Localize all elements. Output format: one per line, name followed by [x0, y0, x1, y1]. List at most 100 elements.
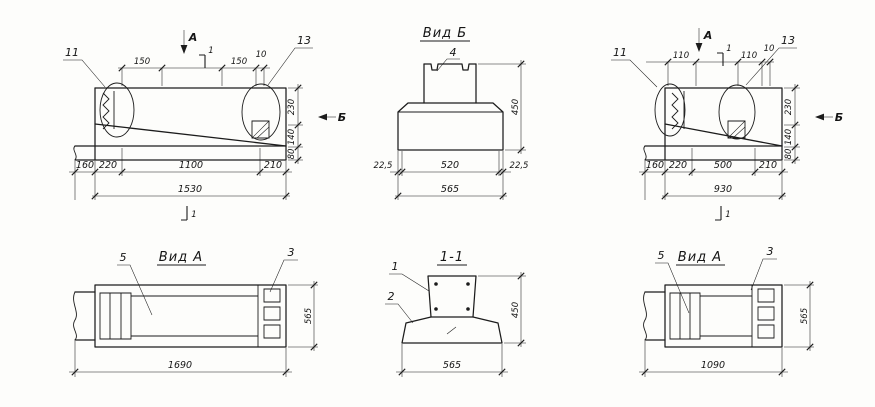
dim-220: 220	[99, 160, 117, 171]
position-label-5: 5	[658, 249, 665, 262]
position-label-5: 5	[120, 251, 127, 264]
dim-22-5-left: 22,5	[374, 161, 393, 171]
detail-callout-13	[718, 84, 756, 140]
dim-total-565: 565	[443, 360, 461, 371]
leader-5	[655, 262, 690, 314]
dim-450: 450	[511, 302, 521, 318]
dim-1100: 1100	[179, 160, 203, 171]
section-axis-1: 1 1	[181, 46, 214, 221]
leader-1	[389, 273, 430, 292]
axis-label-1-bottom: 1	[191, 210, 196, 220]
dim-22-5-right: 22,5	[510, 161, 529, 171]
dimensions-right: 450	[478, 272, 526, 347]
dimensions-bottom: 160 220 1100 210 1530	[69, 148, 292, 200]
dim-total-565: 565	[441, 184, 459, 195]
dim-565: 565	[304, 308, 314, 324]
embedded-plate	[727, 120, 746, 139]
view-title-a: Вид А	[159, 250, 203, 265]
view-title-a: Вид А	[678, 250, 722, 265]
column-head-outline	[397, 63, 504, 151]
dim-total-1530: 1530	[178, 184, 202, 195]
dim-160: 160	[646, 160, 664, 171]
view-mark-b: Б	[835, 111, 843, 124]
dim-210: 210	[264, 160, 282, 171]
dimensions-bottom: 22,5 520 22,5 565	[374, 151, 529, 200]
dim-110-right: 110	[741, 51, 757, 61]
leader-5	[117, 264, 153, 316]
axis-label-1-top: 1	[208, 46, 213, 56]
view-arrow-b: Б	[318, 111, 346, 124]
view-top-right-elevation: 11 13 А 1 1 110 110 10 160 220 500	[611, 28, 843, 221]
dimensions-top: 110 110 10	[646, 44, 774, 86]
view-bottom-left-plan: Вид А 5 3 565 1690	[69, 246, 318, 377]
view-arrow-a: А	[180, 30, 198, 54]
leaders	[63, 47, 313, 88]
anchor-zigzag	[102, 92, 110, 130]
view-bottom-right-plan: Вид А 5 3 565 1090	[639, 245, 814, 377]
dim-150-left: 150	[134, 57, 150, 67]
dimensions-bottom: 565	[396, 344, 508, 377]
view-mark-a: А	[188, 31, 198, 44]
view-arrow-a: А	[695, 28, 713, 52]
embedded-plates	[263, 288, 281, 339]
dimensions-bottom: 1690	[69, 341, 292, 377]
embedded-plates	[757, 288, 775, 339]
position-label-11: 11	[65, 46, 79, 59]
dim-230: 230	[287, 99, 297, 115]
detail-callout-13	[241, 83, 281, 141]
axis-label-1-top: 1	[726, 44, 731, 54]
dim-500: 500	[714, 160, 732, 171]
dim-110-left: 110	[673, 51, 689, 61]
dimensions-right: 565	[288, 281, 318, 351]
plan-outline	[643, 284, 783, 348]
section-title-1-1: 1-1	[440, 250, 464, 265]
detail-callout-11	[99, 82, 135, 138]
leader-3	[750, 258, 777, 291]
dim-565: 565	[800, 308, 810, 324]
view-mark-a: А	[703, 29, 713, 42]
dim-10: 10	[256, 50, 267, 60]
anchor-zigzag	[671, 92, 679, 130]
dim-140: 140	[287, 129, 297, 145]
dimensions-bottom: 1090	[639, 341, 788, 377]
position-label-4: 4	[450, 46, 457, 59]
position-label-3: 3	[288, 246, 295, 259]
view-title-b: Вид Б	[423, 26, 467, 41]
dim-150-right: 150	[231, 57, 247, 67]
dim-450: 450	[511, 99, 521, 115]
break-line	[73, 291, 77, 341]
dim-160: 160	[76, 160, 94, 171]
position-label-11: 11	[613, 46, 627, 59]
dim-220: 220	[669, 160, 687, 171]
dimensions-bottom: 160 220 500 210 930	[639, 148, 788, 200]
detail-callout-11	[654, 83, 686, 137]
view-top-left-elevation: 11 13 А 1 1 150 150 10 160 220 1100	[63, 30, 346, 221]
section-axis-1: 1 1	[715, 44, 732, 221]
break-line	[643, 291, 647, 341]
view-mark-b: Б	[338, 111, 346, 124]
dim-230: 230	[784, 99, 794, 115]
beam-outline	[73, 87, 287, 161]
dim-140: 140	[784, 129, 794, 145]
dim-total-930: 930	[714, 184, 732, 195]
break-line	[643, 145, 647, 161]
view-arrow-b: Б	[815, 111, 843, 124]
dimensions-right: 230 140 80	[287, 84, 303, 164]
section-outline	[401, 275, 503, 344]
dim-total-1690: 1690	[168, 360, 192, 371]
dimensions-top: 150 150 10	[118, 50, 270, 86]
position-label-13: 13	[297, 34, 311, 47]
view-bottom-middle-section: 1-1 1 2 450 565	[385, 250, 526, 377]
surface-mark	[446, 326, 457, 335]
dim-total-1090: 1090	[701, 360, 725, 371]
dim-80: 80	[784, 149, 794, 160]
position-label-2: 2	[388, 290, 395, 303]
leader-2	[385, 303, 414, 324]
break-line	[73, 145, 77, 161]
axis-label-1-bottom: 1	[725, 210, 730, 220]
dim-10: 10	[764, 44, 775, 54]
dim-80: 80	[287, 149, 297, 160]
dimensions-right: 565	[784, 281, 814, 351]
